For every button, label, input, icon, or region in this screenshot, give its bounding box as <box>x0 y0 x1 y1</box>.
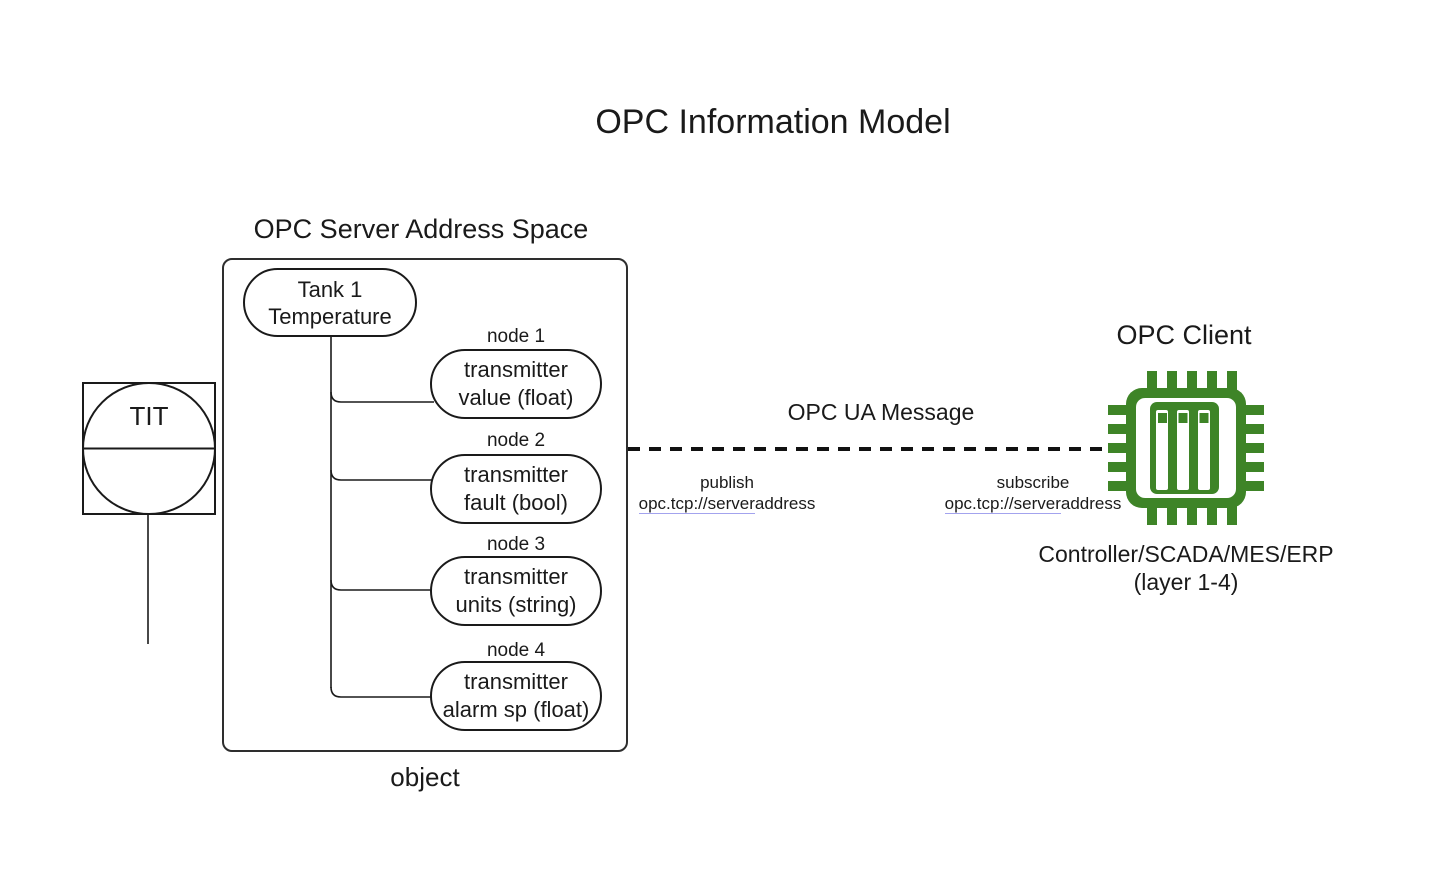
publish-url: opc.tcp://serveraddress <box>627 493 827 514</box>
subscribe-endpoint: subscribe opc.tcp://serveraddress <box>933 472 1133 514</box>
node4-label: node 4 <box>486 640 546 661</box>
publish-label: publish <box>700 473 754 492</box>
client-caption: Controller/SCADA/MES/ERP (layer 1-4) <box>1036 540 1336 596</box>
node1-label: node 1 <box>486 326 546 347</box>
instrument-tag-label: TIT <box>129 401 169 431</box>
node3-line1: transmitter <box>464 564 568 589</box>
tank-temperature-root-node: Tank 1 Temperature <box>243 268 417 337</box>
chip-icon-shapes <box>1108 371 1264 525</box>
node4-line2: alarm sp (float) <box>442 697 590 722</box>
subscribe-url: opc.tcp://serveraddress <box>933 493 1133 514</box>
node4-transmitter-alarm-sp: transmitter alarm sp (float) <box>430 661 602 731</box>
node1-line2: value (float) <box>458 385 574 410</box>
node2-line1: transmitter <box>464 462 568 487</box>
subscribe-url-rest: address <box>1060 494 1122 513</box>
subscribe-url-link: opc.tcp://server <box>944 494 1061 514</box>
page-title: OPC Information Model <box>595 103 951 141</box>
client-caption-line2: (layer 1-4) <box>1133 569 1239 595</box>
server-address-space-box <box>222 258 628 752</box>
root-node-line2: Temperature <box>268 303 392 329</box>
node2-transmitter-fault: transmitter fault (bool) <box>430 454 602 524</box>
node3-transmitter-units: transmitter units (string) <box>430 556 602 626</box>
node2-label: node 2 <box>486 430 546 451</box>
node3-line2: units (string) <box>455 592 577 617</box>
publish-endpoint: publish opc.tcp://serveraddress <box>627 472 827 514</box>
publish-url-link: opc.tcp://server <box>638 494 755 514</box>
opc-ua-message-label: OPC UA Message <box>787 399 975 425</box>
root-node-line1: Tank 1 <box>297 276 363 302</box>
object-label: object <box>390 762 460 792</box>
temperature-transmitter-symbol <box>82 382 216 644</box>
node1-transmitter-value: transmitter value (float) <box>430 349 602 419</box>
server-address-space-heading: OPC Server Address Space <box>253 214 589 244</box>
node3-label: node 3 <box>486 534 546 555</box>
node4-line1: transmitter <box>464 669 568 694</box>
client-caption-line1: Controller/SCADA/MES/ERP <box>1038 541 1334 567</box>
node2-line2: fault (bool) <box>464 490 568 515</box>
subscribe-label: subscribe <box>996 473 1070 492</box>
opc-client-heading: OPC Client <box>1116 320 1252 350</box>
microchip-icon <box>1108 371 1264 525</box>
publish-url-rest: address <box>754 494 816 513</box>
node1-line1: transmitter <box>464 357 568 382</box>
